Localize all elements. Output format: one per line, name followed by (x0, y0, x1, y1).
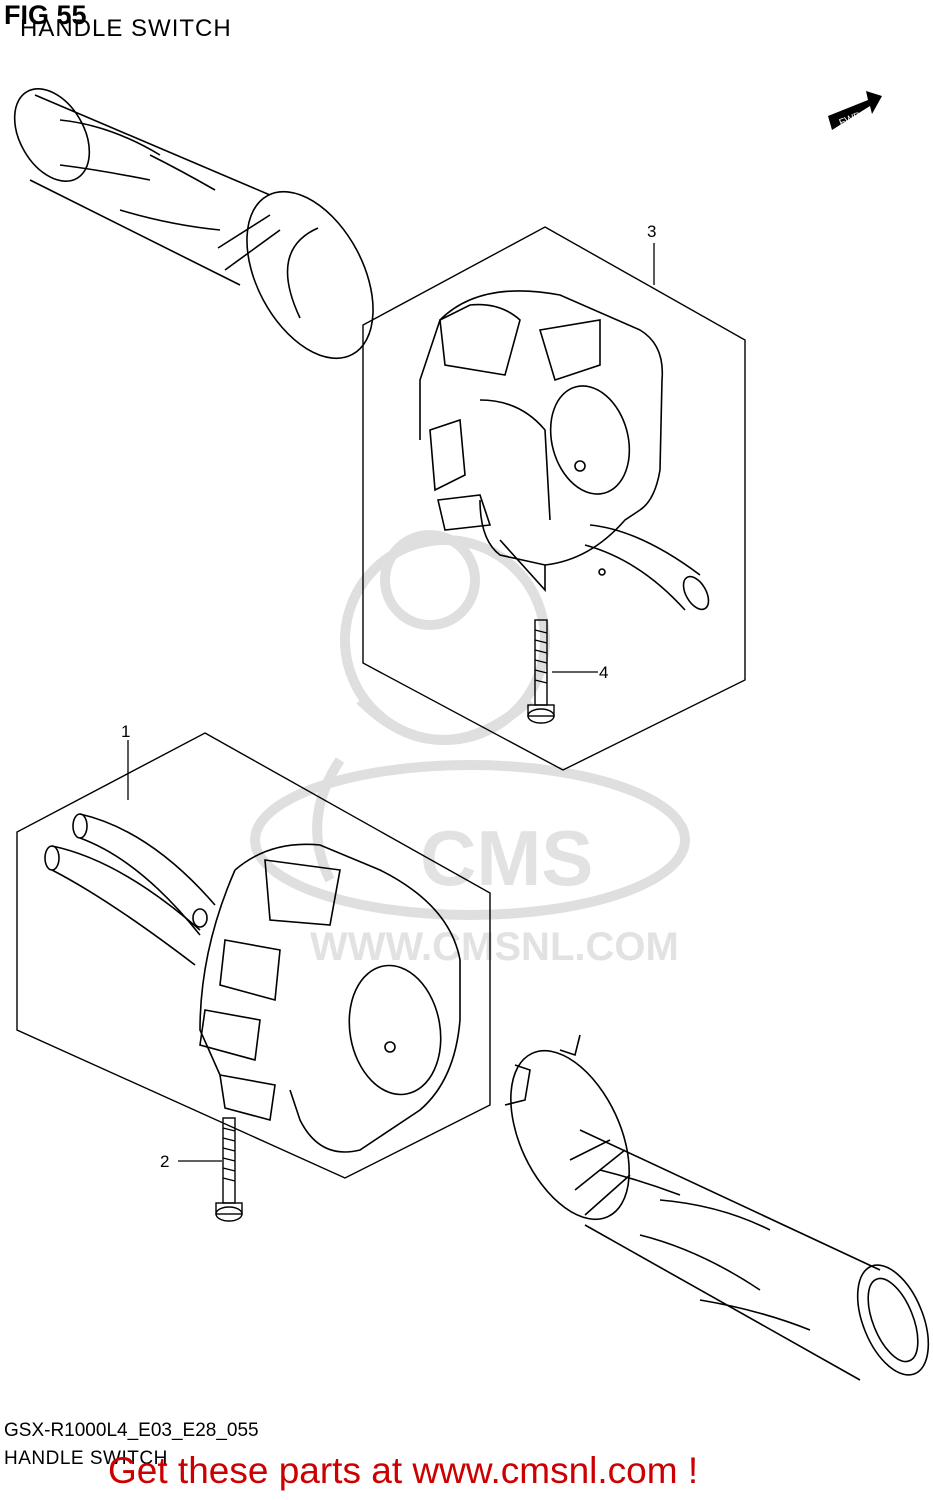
bolt-part2-icon (215, 1117, 243, 1222)
callout-3: 3 (647, 222, 657, 241)
part3-outline (362, 226, 746, 771)
leader-lines (127, 243, 655, 1162)
watermark (250, 530, 690, 920)
callout-2: 2 (160, 1152, 170, 1171)
footer-title: HANDLE SWITCH (4, 1448, 168, 1469)
fig-number: FIG 55 (4, 0, 87, 30)
fwd-arrow-icon: FWD (828, 91, 882, 130)
page-title: HANDLE SWITCH (20, 15, 232, 42)
left-switch-part1-icon (44, 813, 461, 1153)
bolt-part4-icon (527, 619, 555, 724)
grip-right-icon (504, 1034, 930, 1381)
callout-1: 1 (121, 722, 131, 741)
parts-link[interactable]: Get these parts at www.cmsnl.com ! (108, 1450, 699, 1491)
footer-model-code: GSX-R1000L4_E03_E28_055 (4, 1420, 259, 1441)
watermark-url: WWW.CMSNL.COM (310, 925, 679, 969)
callout-4: 4 (599, 663, 609, 682)
watermark-brand: CMS (420, 814, 593, 902)
grip-left-icon (13, 88, 374, 360)
right-switch-part3-icon (419, 290, 710, 611)
part1-outline (16, 732, 491, 1179)
